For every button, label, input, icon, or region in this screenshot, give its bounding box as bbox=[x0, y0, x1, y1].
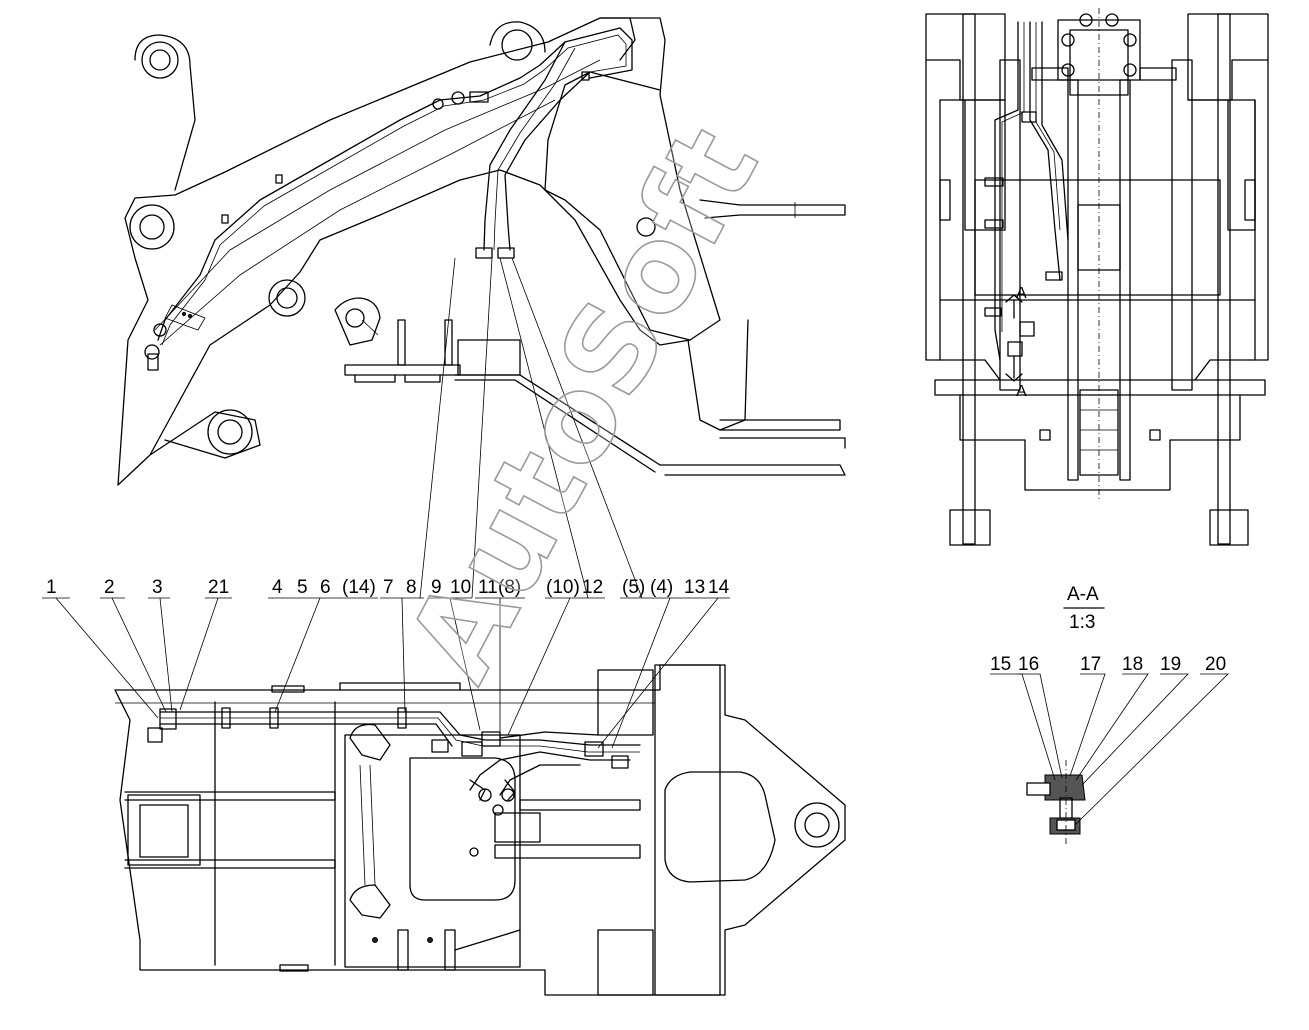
section-scale: 1:3 bbox=[1069, 612, 1095, 633]
callout-11: 11 bbox=[478, 577, 498, 598]
callout-18: 18 bbox=[1122, 654, 1143, 675]
callout-17: 17 bbox=[1080, 654, 1101, 675]
callouts-bottom: 1 2 3 21 4 5 6 (14) 7 8 9 10 11 (8) (10)… bbox=[42, 577, 730, 749]
callout-8: 8 bbox=[406, 577, 417, 598]
callout-4: 4 bbox=[272, 577, 283, 598]
callout-10-ref: (10) bbox=[546, 577, 580, 598]
callout-2: 2 bbox=[104, 577, 115, 598]
callout-3: 3 bbox=[152, 577, 163, 598]
callout-5: 5 bbox=[297, 577, 308, 598]
callout-4-ref: (4) bbox=[650, 577, 673, 598]
section-a-a: A-A 1:3 15 16 17 18 19 20 bbox=[990, 584, 1229, 845]
callout-14-ref: (14) bbox=[342, 577, 376, 598]
callout-15: 15 bbox=[990, 654, 1011, 675]
callout-16: 16 bbox=[1018, 654, 1039, 675]
watermark: AutoSoft bbox=[381, 104, 786, 701]
callout-6: 6 bbox=[320, 577, 331, 598]
callout-14: 14 bbox=[708, 577, 730, 598]
callout-7: 7 bbox=[383, 577, 394, 598]
leader-lines-upper bbox=[419, 257, 643, 599]
front-view: A A bbox=[925, 8, 1269, 546]
callout-21: 21 bbox=[208, 577, 229, 598]
callout-5-ref: (5) bbox=[622, 577, 645, 598]
callout-19: 19 bbox=[1160, 654, 1181, 675]
callout-20: 20 bbox=[1205, 654, 1226, 675]
section-mark-top: A bbox=[1016, 285, 1027, 302]
callout-12: 12 bbox=[582, 577, 603, 598]
side-view-boom bbox=[117, 17, 846, 486]
section-mark-bottom: A bbox=[1016, 383, 1027, 400]
callout-1: 1 bbox=[46, 577, 57, 598]
callout-10: 10 bbox=[450, 577, 471, 598]
callout-13: 13 bbox=[684, 577, 705, 598]
top-view bbox=[114, 664, 846, 996]
callout-9: 9 bbox=[431, 577, 442, 598]
callout-8-ref: (8) bbox=[498, 577, 521, 598]
section-title: A-A bbox=[1067, 584, 1099, 605]
